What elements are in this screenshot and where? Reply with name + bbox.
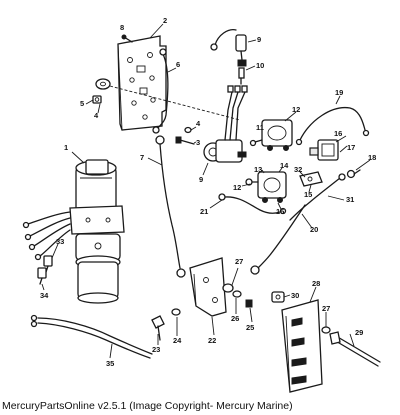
callout-9: 9 — [257, 35, 261, 44]
callout-28: 28 — [312, 279, 320, 288]
callout-27b: 27 — [322, 304, 330, 313]
callout-33: 33 — [56, 237, 64, 246]
callout-26: 26 — [231, 314, 239, 323]
callout-24: 24 — [173, 336, 182, 345]
terminal-block-part-28 — [281, 299, 323, 393]
ground-strap-part-6 — [152, 48, 169, 134]
lead-wires-part-35 — [30, 314, 153, 359]
callout-11: 11 — [256, 123, 264, 132]
hardware-parts-25-26-27 — [222, 283, 253, 308]
callout-9b: 9 — [199, 175, 203, 184]
callout-2: 2 — [163, 16, 167, 25]
screw-part-18 — [346, 169, 361, 179]
callout-14: 14 — [280, 161, 289, 170]
solenoid-lower-part-12 — [245, 171, 287, 203]
starter-switch-part-9 — [203, 85, 248, 163]
mounting-bracket-part-2 — [117, 35, 167, 131]
screw-part-8 — [121, 34, 133, 43]
battery-cable-part-7 — [155, 135, 186, 278]
callout-17: 17 — [347, 143, 355, 152]
callout-6: 6 — [176, 60, 180, 69]
callout-7: 7 — [140, 153, 144, 162]
starter-motor-part-1 — [69, 159, 125, 304]
connector-part-10 — [238, 67, 245, 85]
callout-22: 22 — [208, 336, 216, 345]
callout-4b: 4 — [196, 119, 201, 128]
callout-32: 32 — [294, 165, 302, 174]
callout-15: 15 — [304, 190, 312, 199]
nut-washer-parts-4-5 — [92, 78, 111, 104]
motor-leads — [22, 211, 71, 261]
lead-wire-part-21 — [218, 193, 287, 215]
callout-23: 23 — [152, 345, 160, 354]
callout-13: 13 — [254, 165, 262, 174]
lead-wire-part-19 — [295, 106, 370, 146]
callout-5: 5 — [80, 99, 84, 108]
callout-20: 20 — [310, 225, 318, 234]
fuse-connector-part-9 — [210, 29, 247, 67]
callout-12b: 12 — [233, 183, 241, 192]
callout-8: 8 — [120, 23, 124, 32]
washer-bolt-parts-27-29 — [321, 326, 381, 367]
callout-29: 29 — [355, 328, 363, 337]
callout-27: 27 — [235, 257, 243, 266]
bracket-part-15-32 — [299, 171, 323, 187]
callout-19: 19 — [335, 88, 343, 97]
callout-31: 31 — [346, 195, 354, 204]
callout-15b: 15 — [276, 207, 284, 216]
screw-part-30 — [271, 291, 285, 303]
callout-18: 18 — [368, 153, 376, 162]
callout-10: 10 — [256, 61, 264, 70]
callout-35: 35 — [106, 359, 114, 368]
screws-part-33-34 — [37, 255, 53, 285]
callout-4: 4 — [94, 111, 99, 120]
callout-30: 30 — [291, 291, 299, 300]
callout-labels: 1 2 3 4 4 5 6 7 8 9 9 10 11 12 12 13 14 … — [40, 16, 376, 368]
callout-16: 16 — [334, 129, 342, 138]
callout-3: 3 — [196, 138, 200, 147]
solenoid-part-11-12 — [249, 119, 293, 151]
cable-part-20-31 — [250, 173, 346, 275]
callout-34: 34 — [40, 291, 49, 300]
callout-25: 25 — [246, 323, 254, 332]
callout-1: 1 — [64, 143, 68, 152]
screws-part-23-24 — [151, 308, 181, 341]
copyright-footer: MercuryPartsOnline v2.5.1 (Image Copyrig… — [2, 400, 293, 412]
bracket-part-22 — [189, 257, 227, 317]
relay-part-16-17 — [309, 139, 339, 161]
callout-21: 21 — [200, 207, 208, 216]
callout-12: 12 — [292, 105, 300, 114]
